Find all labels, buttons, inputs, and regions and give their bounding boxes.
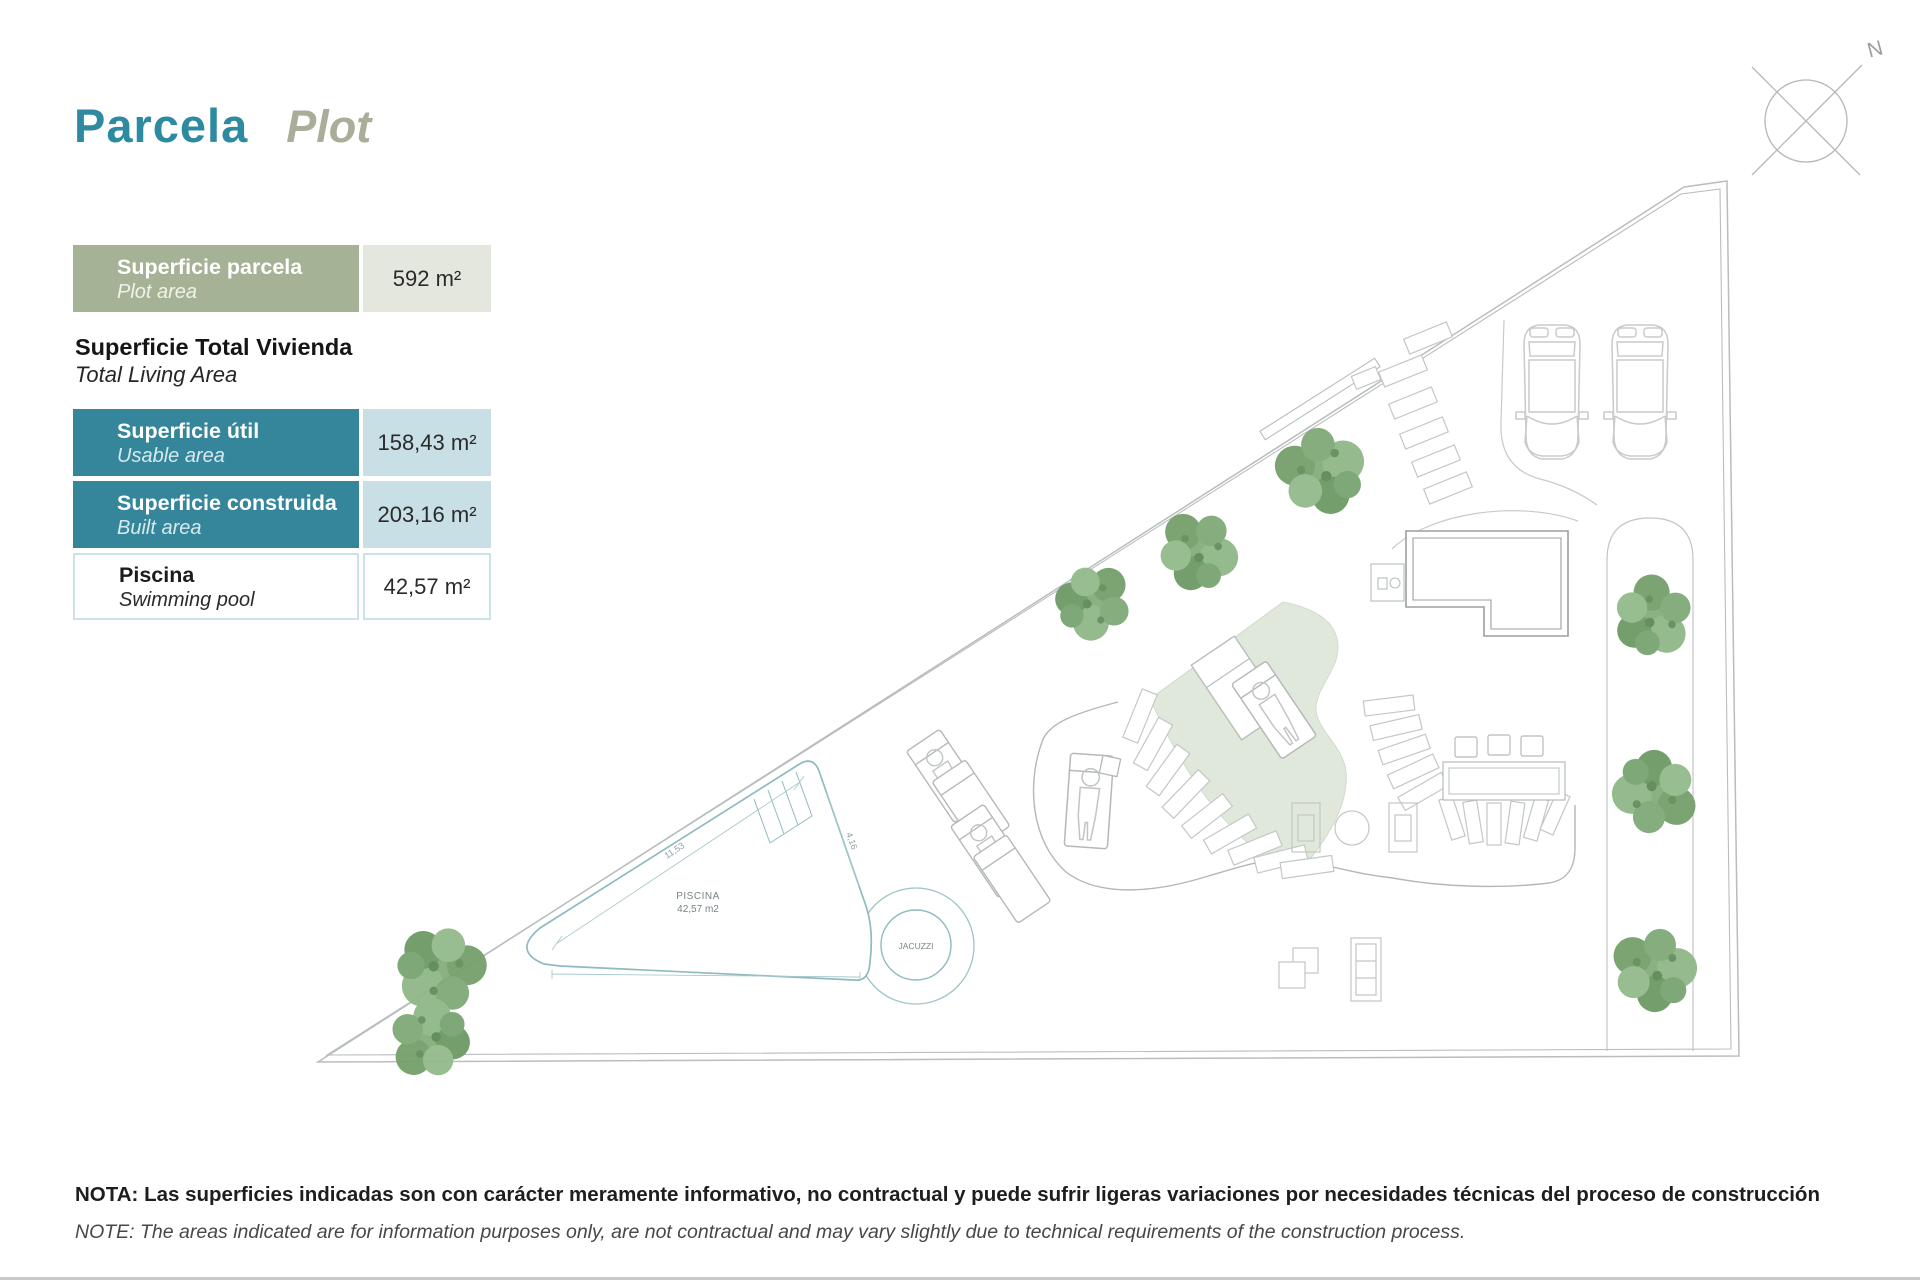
stepping-stones: [1350, 321, 1474, 505]
compass-icon: [1751, 64, 1863, 176]
pool-steps: [753, 771, 813, 844]
living-area-heading: Superficie Total Vivienda Total Living A…: [75, 334, 353, 388]
page-title-es: Parcela: [74, 99, 249, 152]
seating-set: [1291, 802, 1418, 853]
pool-area-value: 42,57 m²: [363, 553, 491, 621]
pool-area-text: 42,57 m2: [677, 904, 719, 915]
disclaimer-note: NOTA: Las superficies indicadas son con …: [75, 1183, 1885, 1244]
table-row-built-area: Superficie construida Built area 203,16 …: [73, 481, 491, 549]
utility-box: [1370, 563, 1405, 602]
usable-area-label: Superficie útil Usable area: [73, 409, 359, 477]
terrace-outline: [1032, 701, 1576, 891]
compass-north-label: N: [1865, 36, 1886, 62]
garden-furniture: [1278, 937, 1382, 1002]
built-area-value: 203,16 m²: [363, 481, 491, 549]
parked-cars: [1515, 324, 1677, 460]
table-row-usable-area: Superficie útil Usable area 158,43 m²: [73, 409, 491, 477]
bottom-divider: [0, 1277, 1920, 1280]
boundary-wall-strip: [1259, 357, 1381, 441]
usable-area-value: 158,43 m²: [363, 409, 491, 477]
page-title-en: Plot: [286, 101, 372, 152]
page-title: Parcela Plot: [74, 98, 371, 153]
sun-loungers: [905, 635, 1318, 925]
garden-strip: [1606, 517, 1694, 1051]
trees: [375, 427, 1711, 1095]
pool-area-label: Piscina Swimming pool: [73, 553, 359, 621]
house-footprint: [1370, 530, 1569, 637]
table-row-plot-area: Superficie parcela Plot area 592 m²: [73, 245, 491, 312]
deck-planks: [1122, 688, 1571, 880]
jacuzzi-label: JACUZZI: [899, 941, 934, 951]
lawn-loungers: [1190, 635, 1318, 760]
jacuzzi: [880, 909, 952, 981]
swimming-pool: PISCINA 42,57 m2 JACUZZI 11,53 4,16: [526, 760, 975, 1005]
note-es: NOTA: Las superficies indicadas son con …: [75, 1183, 1820, 1206]
pool-label: PISCINA: [676, 891, 720, 902]
dining-set: [1442, 734, 1566, 801]
area-summary-table: Superficie parcela Plot area 592 m² Supe…: [73, 245, 491, 625]
plot-area-label: Superficie parcela Plot area: [73, 245, 359, 312]
table-row-pool-area: Piscina Swimming pool 42,57 m²: [73, 553, 491, 621]
plot-area-value: 592 m²: [363, 245, 491, 312]
built-area-label: Superficie construida Built area: [73, 481, 359, 549]
pool-dimension-lines: [551, 775, 861, 981]
plot-boundary: [315, 180, 1740, 1063]
note-en: NOTE: The areas indicated are for inform…: [75, 1221, 1466, 1243]
